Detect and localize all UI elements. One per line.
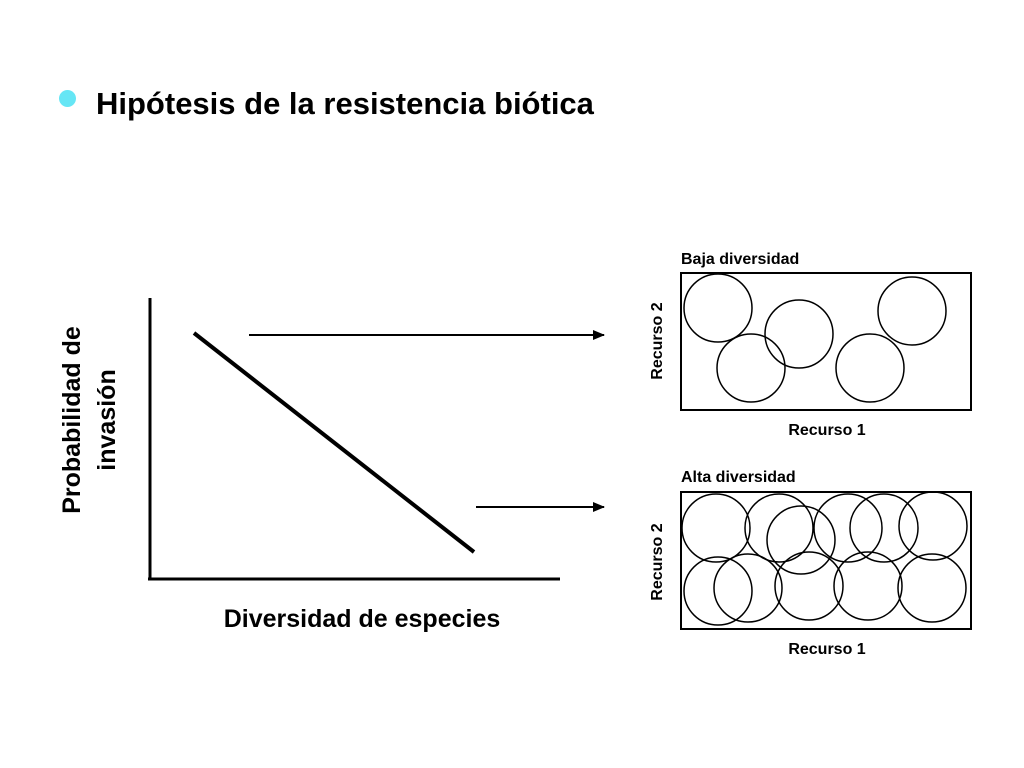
- trend-line: [192, 331, 476, 554]
- species-circle: [716, 333, 786, 403]
- species-circle: [813, 493, 883, 563]
- high-diversity-panel: Alta diversidad Recurso 1 Recurso 2: [649, 469, 972, 658]
- species-circle: [713, 553, 783, 623]
- species-circle: [833, 551, 903, 621]
- high-diversity-title: Alta diversidad: [681, 469, 796, 486]
- low-diversity-panel: Baja diversidad Recurso 1 Recurso 2: [649, 251, 972, 439]
- species-circle: [774, 551, 844, 621]
- graph-axes: [148, 298, 560, 581]
- species-circle: [897, 553, 967, 623]
- species-circle: [681, 493, 751, 563]
- y-axis-label-line2: invasión: [93, 369, 121, 470]
- bullet-icon: [59, 90, 76, 107]
- species-circle: [835, 333, 905, 403]
- species-circle: [849, 493, 919, 563]
- high-diversity-x-label: Recurso 1: [788, 641, 865, 658]
- y-axis-label-line1: Probabilidad de: [58, 326, 86, 514]
- species-circle: [683, 556, 753, 626]
- species-circle: [744, 493, 814, 563]
- high-diversity-circles: [681, 491, 968, 626]
- low-diversity-title: Baja diversidad: [681, 251, 799, 268]
- high-diversity-y-label: Recurso 2: [649, 523, 666, 600]
- low-diversity-circles: [683, 273, 947, 403]
- species-circle: [764, 299, 834, 369]
- low-diversity-box: [680, 272, 972, 411]
- low-diversity-y-label: Recurso 2: [649, 302, 666, 379]
- species-circle: [683, 273, 753, 343]
- species-circle: [877, 276, 947, 346]
- high-diversity-box: [680, 491, 972, 630]
- species-circle: [766, 505, 836, 575]
- species-circle: [898, 491, 968, 561]
- x-axis-label: Diversidad de especies: [224, 605, 501, 633]
- slide-title: Hipótesis de la resistencia biótica: [96, 86, 594, 121]
- low-diversity-x-label: Recurso 1: [788, 422, 865, 439]
